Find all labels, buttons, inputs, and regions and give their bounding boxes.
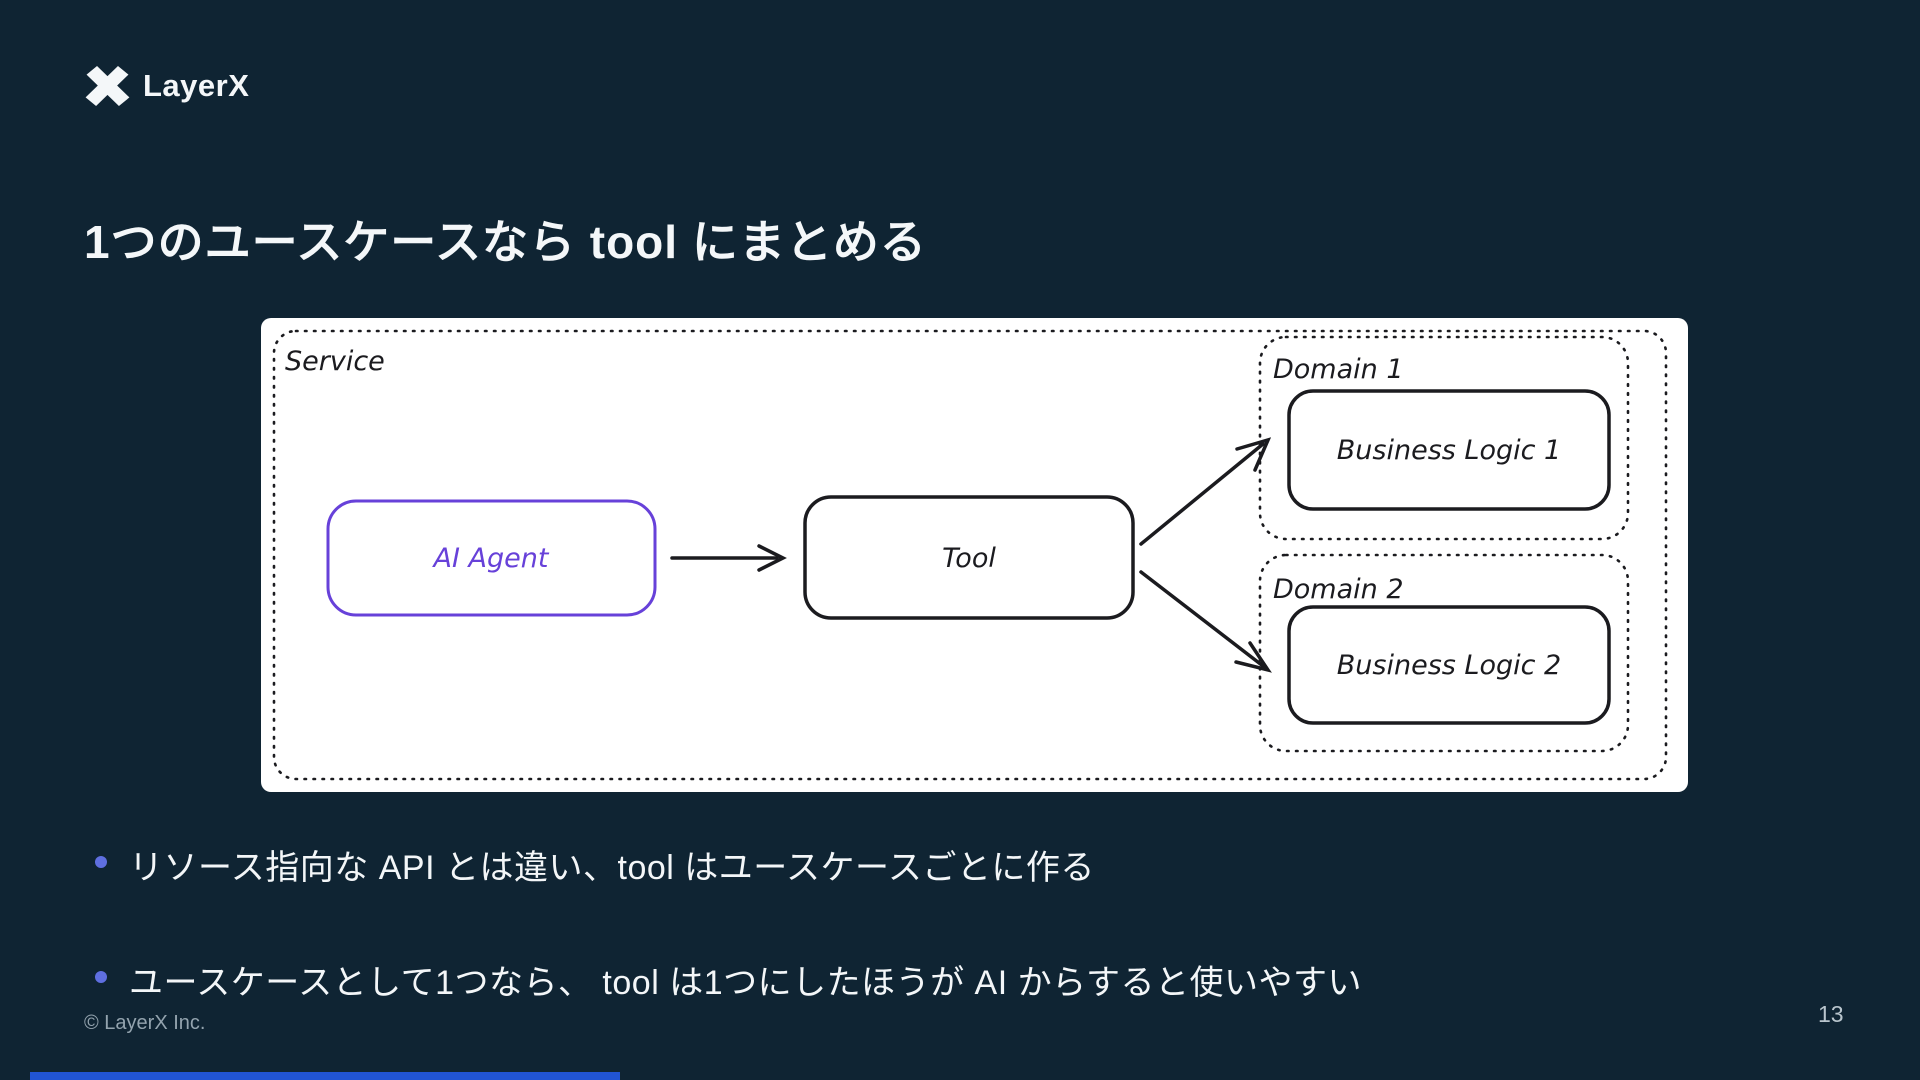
service-label: Service xyxy=(285,346,385,377)
ai-agent-box xyxy=(326,499,657,617)
bullet-dot-icon xyxy=(95,856,107,868)
business-logic1-label: Business Logic 1 xyxy=(1337,435,1561,466)
arrow-tool-to-domain1 xyxy=(1139,437,1272,546)
business-logic1-box xyxy=(1287,389,1611,511)
service-container xyxy=(272,329,1668,781)
page-title: 1つのユースケースなら tool にまとめる xyxy=(84,216,927,268)
arrow-tool-to-domain2 xyxy=(1139,570,1272,673)
layerx-logo-text: LayerX xyxy=(143,68,250,103)
layerx-logo-icon xyxy=(85,66,130,106)
tool-box xyxy=(803,495,1135,620)
bullet-text: ユースケースとして1つなら、 tool は1つにしたほうが AI からすると使い… xyxy=(129,964,1362,1002)
bullet-text: リソース指向な API とは違い、tool はユースケースごとに作る xyxy=(129,849,1095,887)
bullet-item: リソース指向な API とは違い、tool はユースケースごとに作る xyxy=(95,840,1095,889)
page-number: 13 xyxy=(1818,1001,1844,1027)
arrow-agent-to-tool xyxy=(670,544,787,572)
bullet-dot-icon xyxy=(95,971,107,983)
domain1-label: Domain 1 xyxy=(1273,354,1404,385)
copyright-text: © LayerX Inc. xyxy=(84,1012,206,1034)
business-logic2-box xyxy=(1287,605,1611,725)
domain1-container xyxy=(1258,335,1630,541)
bottom-accent-bar xyxy=(30,1072,620,1080)
ai-agent-label: AI Agent xyxy=(432,543,550,574)
business-logic2-label: Business Logic 2 xyxy=(1337,650,1561,681)
diagram-panel: Service AI Agent Tool xyxy=(261,318,1688,792)
layerx-logo: LayerX xyxy=(84,66,249,106)
domain2-label: Domain 2 xyxy=(1273,574,1404,605)
bullet-item: ユースケースとして1つなら、 tool は1つにしたほうが AI からすると使い… xyxy=(95,955,1362,1004)
architecture-diagram: Service AI Agent Tool xyxy=(272,329,1668,781)
tool-label: Tool xyxy=(942,543,996,574)
